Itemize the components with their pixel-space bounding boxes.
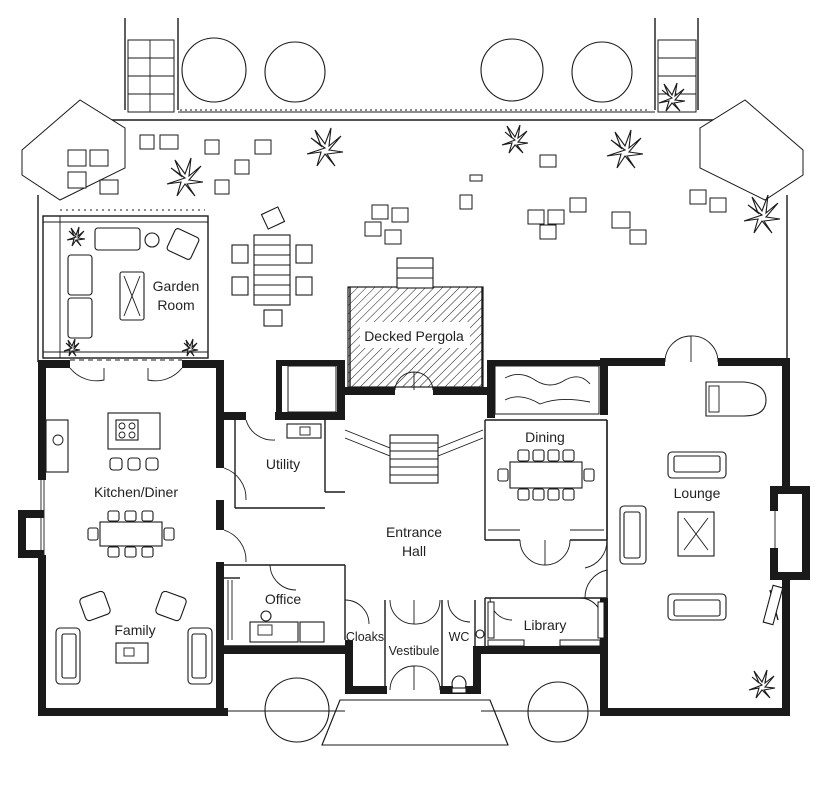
windows <box>40 366 786 712</box>
decked-pergola <box>347 257 484 388</box>
exterior-walls <box>18 358 810 716</box>
room-label-garden-room-line2: Room <box>157 297 194 313</box>
room-label-vestibule: Vestibule <box>389 644 440 658</box>
library-shelves <box>487 601 605 647</box>
room-label-entrance-hall-line1: Entrance <box>386 524 442 540</box>
room-label-cloaks: Cloaks <box>346 630 384 644</box>
lounge-furniture <box>619 381 784 626</box>
dining-table-icon <box>488 449 604 531</box>
garden-room <box>42 215 209 359</box>
room-label-kitchen-diner: Kitchen/Diner <box>94 484 178 500</box>
kitchen-fittings <box>45 412 161 473</box>
interior-walls <box>224 419 608 686</box>
room-label-family: Family <box>114 622 155 638</box>
door-swings <box>69 335 719 691</box>
entrance-portico <box>321 699 509 746</box>
room-label-office: Office <box>265 591 302 607</box>
room-label-decked-pergola: Decked Pergola <box>364 328 464 344</box>
courtyard-planters <box>287 365 600 415</box>
desk-icon <box>227 580 325 643</box>
room-label-utility: Utility <box>266 456 300 472</box>
toilet-icon <box>451 629 485 694</box>
room-label-garden-room-line1: Garden <box>153 278 200 294</box>
outdoor-dining-set <box>231 206 313 327</box>
family-furniture <box>55 590 213 685</box>
terrace-pavers <box>67 134 727 245</box>
entrance-staircase <box>344 429 484 484</box>
room-label-dining: Dining <box>525 429 565 445</box>
room-label-lounge: Lounge <box>674 485 721 501</box>
dining-table-icon <box>87 510 175 558</box>
room-label-library: Library <box>524 617 567 633</box>
utility-fittings <box>286 423 322 439</box>
tree-icon <box>181 37 633 743</box>
room-label-entrance-hall-line2: Hall <box>402 543 426 559</box>
room-label-wc: WC <box>449 630 470 644</box>
